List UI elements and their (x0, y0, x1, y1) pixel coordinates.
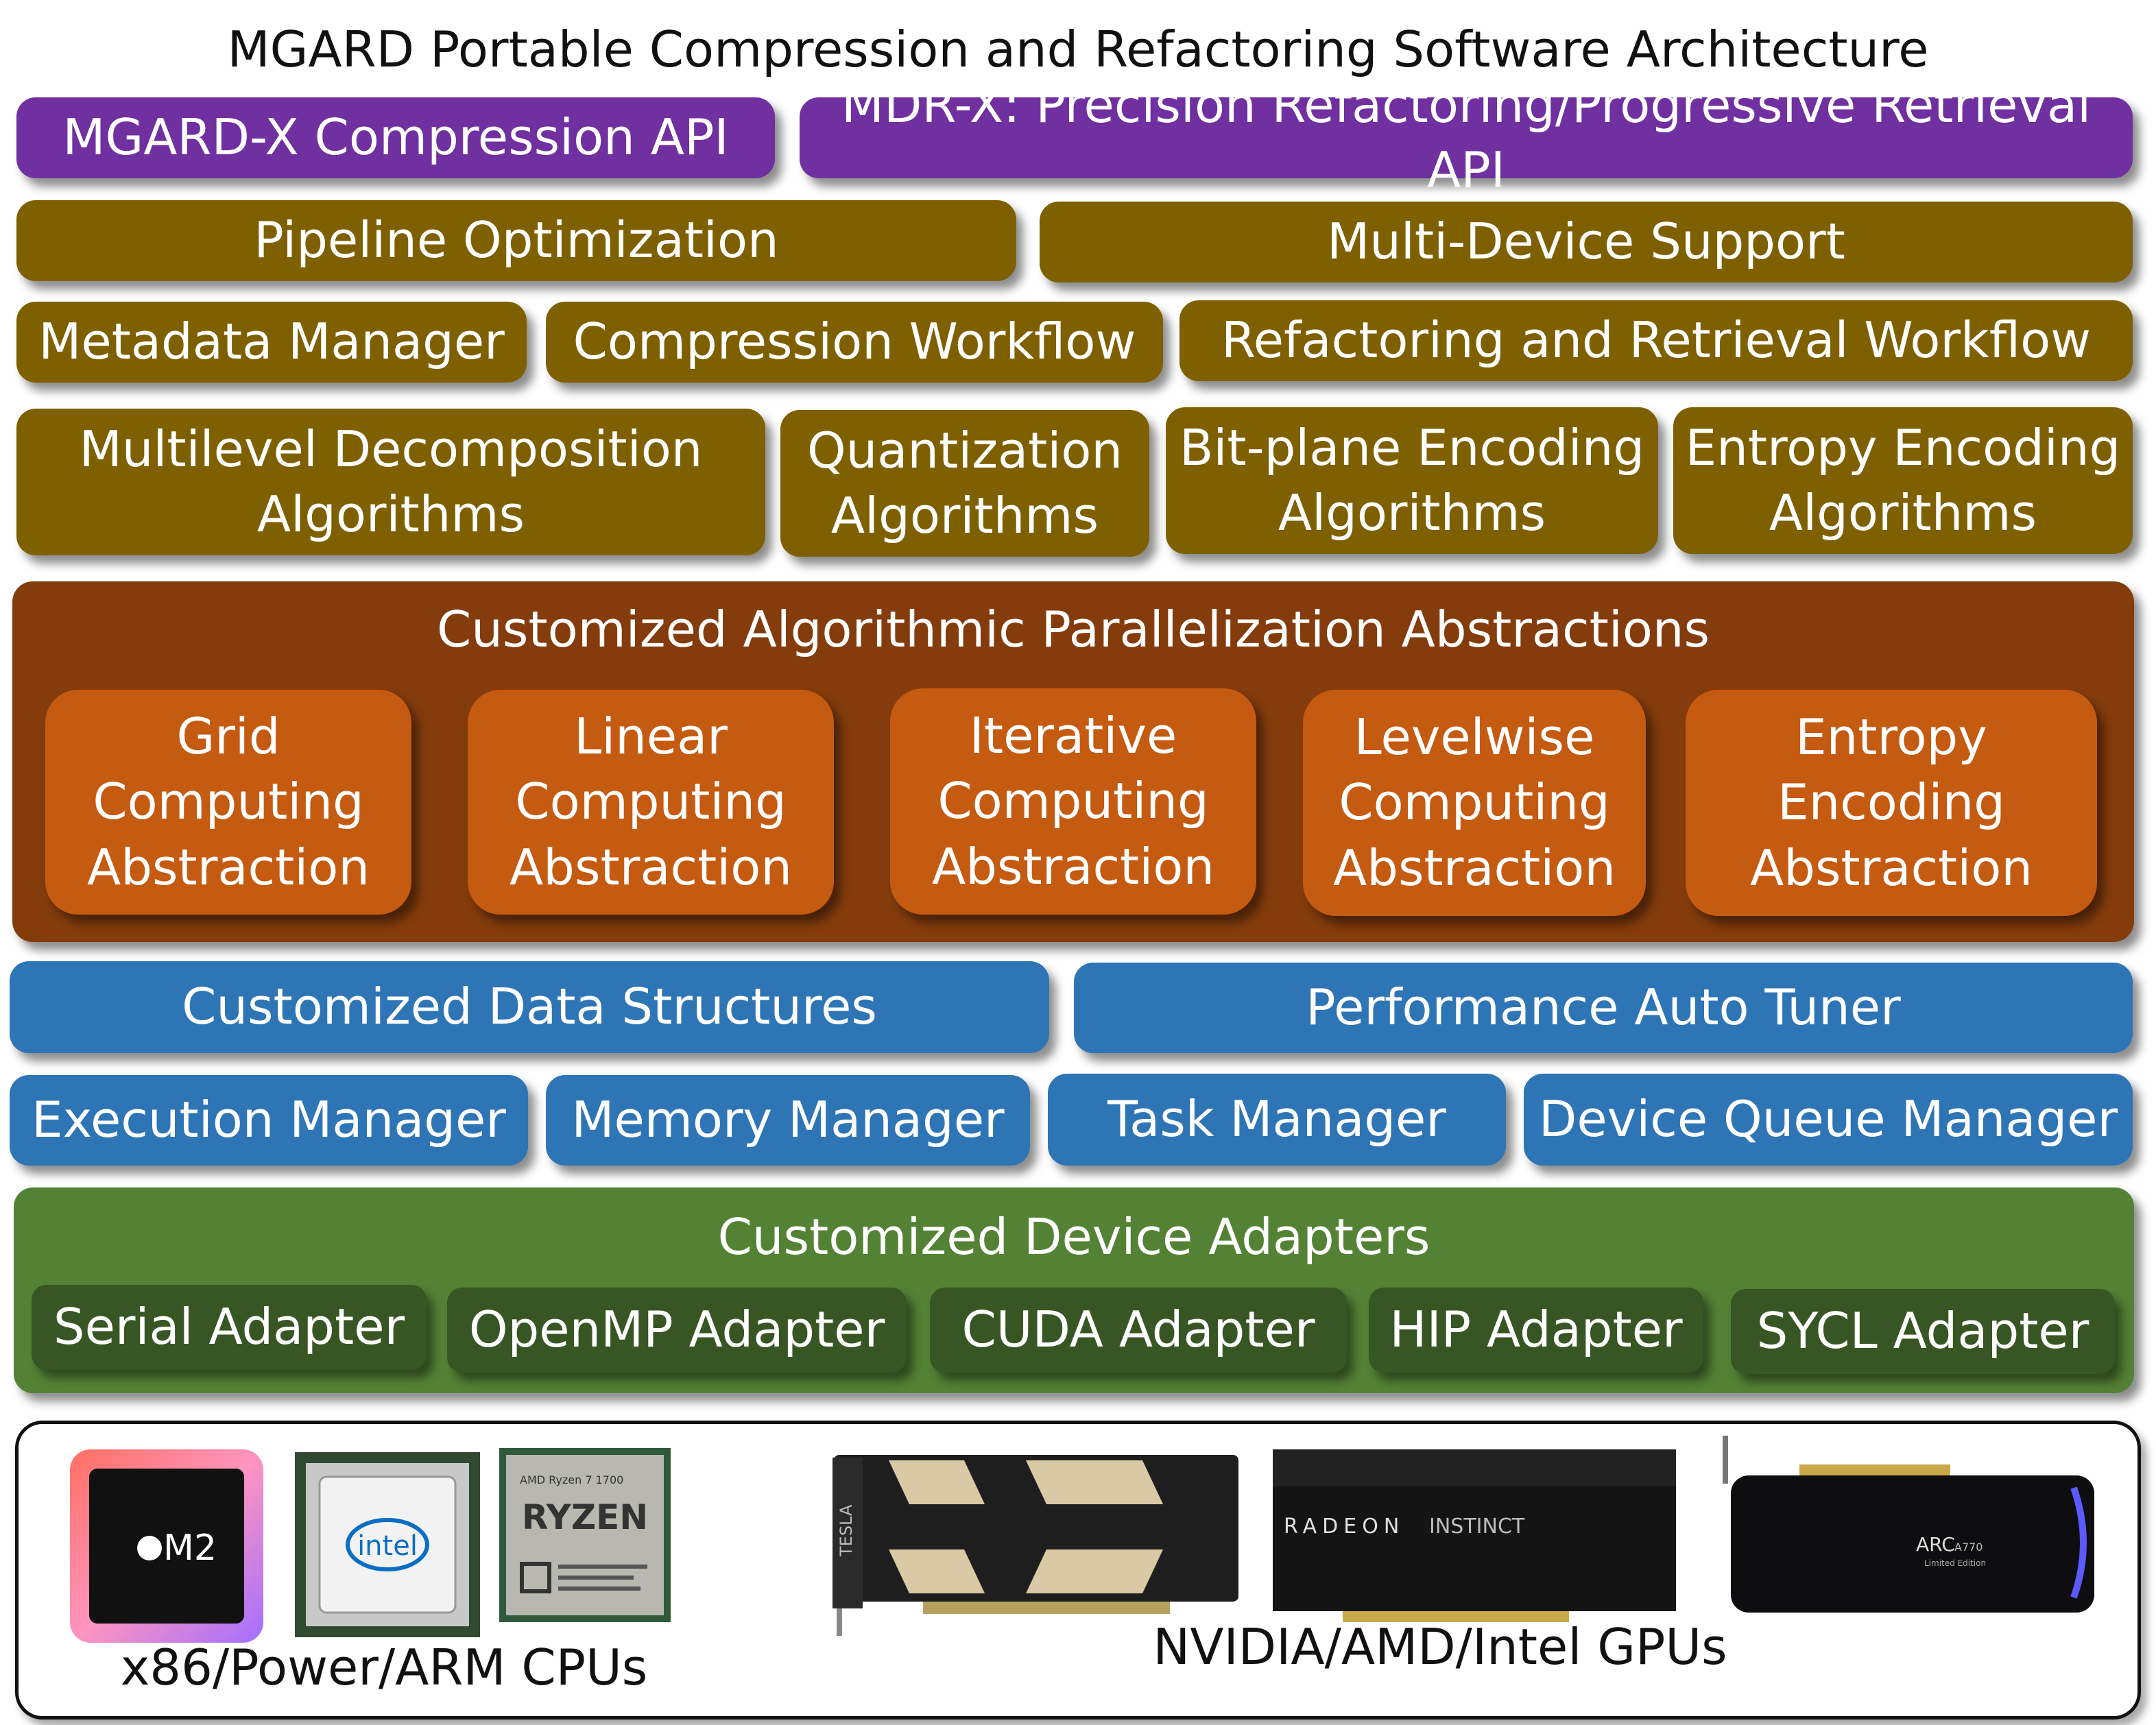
memory-manager-box: Memory Manager (546, 1075, 1030, 1166)
openmp-adapter-box: OpenMP Adapter (447, 1288, 907, 1373)
cpus-caption: x86/Power/ARM CPUs (120, 1639, 648, 1696)
intel-cpu-image: intel (291, 1448, 484, 1641)
grid-computing-abstraction: Grid Computing Abstraction (45, 690, 411, 915)
task-manager-box: Task Manager (1048, 1074, 1506, 1166)
intel-label: intel (357, 1530, 418, 1562)
ryzen-model-label: AMD Ryzen 7 1700 (520, 1473, 623, 1486)
serial-adapter-box: Serial Adapter (32, 1285, 427, 1370)
diagram-title: MGARD Portable Compression and Refactori… (227, 21, 1929, 78)
decomposition-algorithms-box: Multilevel Decomposition Algorithms (16, 409, 765, 555)
refactoring-workflow-box: Refactoring and Retrieval Workflow (1179, 300, 2133, 381)
hip-adapter-box: HIP Adapter (1369, 1288, 1703, 1373)
quantization-algorithms-box: Quantization Algorithms (780, 410, 1149, 557)
execution-manager-box: Execution Manager (10, 1075, 528, 1166)
tesla-label: TESLA (837, 1504, 856, 1557)
levelwise-computing-abstraction: Levelwise Computing Abstraction (1303, 690, 1646, 916)
apple-icon (137, 1536, 162, 1560)
sycl-adapter-box: SYCL Adapter (1731, 1289, 2115, 1374)
instinct-label: INSTINCT (1429, 1515, 1525, 1539)
pipeline-optimization-box: Pipeline Optimization (16, 200, 1016, 281)
intel-arc-gpu-image: ARC A770 Limited Edition (1717, 1433, 2098, 1619)
m2-label: M2 (163, 1528, 217, 1569)
metadata-manager-box: Metadata Manager (16, 302, 527, 383)
compression-workflow-box: Compression Workflow (546, 302, 1163, 383)
apple-m2-chip-image: M2 (60, 1440, 273, 1652)
entropy-encoding-abstraction: Entropy Encoding Abstraction (1686, 690, 2097, 916)
cuda-adapter-box: CUDA Adapter (930, 1288, 1347, 1373)
compression-api-box: MGARD-X Compression API (16, 97, 775, 178)
ryzen-label: RYZEN (522, 1497, 648, 1537)
parallelization-panel-title: Customized Algorithmic Parallelization A… (436, 601, 1710, 658)
nvidia-tesla-gpu-image: TESLA (820, 1447, 1245, 1639)
performance-auto-tuner-box: Performance Auto Tuner (1074, 963, 2133, 1053)
arc-label: ARC (1916, 1533, 1955, 1556)
refactoring-api-box: MDR-X: Precision Refactoring/Progressive… (800, 76, 2133, 199)
arc-edition-label: Limited Edition (1924, 1558, 1986, 1568)
radeon-label: RADEON (1284, 1515, 1404, 1539)
bitplane-encoding-box: Bit-plane Encoding Algorithms (1166, 407, 1658, 554)
customized-data-structures-box: Customized Data Structures (10, 961, 1049, 1053)
amd-radeon-instinct-gpu-image: RADEON INSTINCT (1267, 1445, 1679, 1636)
amd-ryzen-cpu-image: AMD Ryzen 7 1700 RYZEN (496, 1445, 673, 1625)
device-adapters-title: Customized Device Adapters (717, 1208, 1430, 1266)
multi-device-support-box: Multi-Device Support (1040, 202, 2133, 282)
arc-model-label: A770 (1954, 1541, 1983, 1554)
entropy-encoding-algorithms-box: Entropy Encoding Algorithms (1673, 407, 2133, 554)
iterative-computing-abstraction: Iterative Computing Abstraction (890, 688, 1256, 915)
device-queue-manager-box: Device Queue Manager (1524, 1074, 2133, 1166)
gpus-caption: NVIDIA/AMD/Intel GPUs (1153, 1618, 1727, 1676)
linear-computing-abstraction: Linear Computing Abstraction (468, 690, 834, 915)
